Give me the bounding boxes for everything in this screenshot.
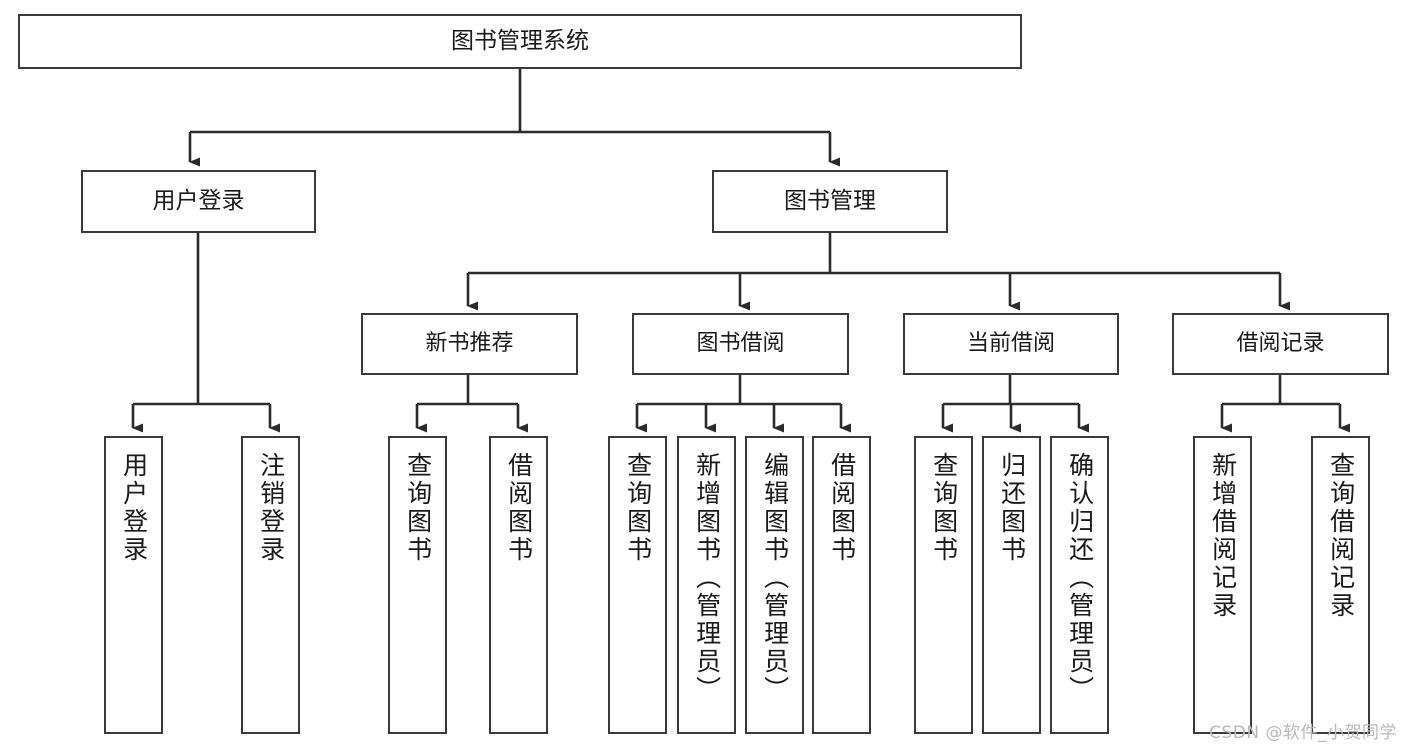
node-user-login[interactable]: 用户登录 [81,170,316,233]
node-label: 归还图书 [997,452,1027,564]
leaf-user-login-login[interactable]: 用户登录 [104,436,163,734]
leaf-book-borrow-borrow-book[interactable]: 借阅图书 [812,436,871,734]
leaf-current-borrow-confirm-return-admin[interactable]: 确认归还（管理员） [1050,436,1109,734]
node-label: 新增图书（管理员） [692,452,722,704]
node-label: 图书管理系统 [451,28,589,54]
node-current-borrow[interactable]: 当前借阅 [903,313,1119,375]
csdn-watermark: CSDN @软件_小贺同学 [1209,723,1397,743]
node-label: 查询图书 [623,452,653,564]
node-label: 图书借阅 [696,331,785,356]
node-label: 借阅图书 [827,452,857,564]
leaf-current-borrow-return-book[interactable]: 归还图书 [982,436,1041,734]
node-label: 用户登录 [119,452,149,564]
node-label: 查询借阅记录 [1326,452,1356,620]
node-label: 借阅图书 [504,452,534,564]
node-label: 注销登录 [256,452,286,564]
node-label: 新书推荐 [425,331,514,356]
node-label: 当前借阅 [966,331,1055,356]
leaf-borrow-record-query-record[interactable]: 查询借阅记录 [1311,436,1370,734]
leaf-book-borrow-edit-book-admin[interactable]: 编辑图书（管理员） [745,436,804,734]
node-label: 查询图书 [403,452,433,564]
leaf-book-borrow-query-book[interactable]: 查询图书 [608,436,667,734]
node-label: 查询图书 [929,452,959,564]
node-label: 图书管理 [784,188,876,214]
node-root-book-management-system[interactable]: 图书管理系统 [18,14,1022,69]
node-borrow-record[interactable]: 借阅记录 [1172,313,1389,375]
node-label: 新增借阅记录 [1208,452,1238,620]
node-new-book-recommend[interactable]: 新书推荐 [361,313,578,375]
node-label: 编辑图书（管理员） [760,452,790,704]
leaf-borrow-record-add-record[interactable]: 新增借阅记录 [1193,436,1252,734]
leaf-current-borrow-query-book[interactable]: 查询图书 [914,436,973,734]
node-label: 借阅记录 [1236,331,1325,356]
leaf-new-book-borrow-book[interactable]: 借阅图书 [489,436,548,734]
node-book-borrow[interactable]: 图书借阅 [632,313,849,375]
leaf-book-borrow-add-book-admin[interactable]: 新增图书（管理员） [677,436,736,734]
node-book-management[interactable]: 图书管理 [712,170,948,233]
node-label: 用户登录 [152,188,245,214]
node-label: 确认归还（管理员） [1065,452,1095,704]
leaf-user-login-logout[interactable]: 注销登录 [241,436,300,734]
leaf-new-book-query-book[interactable]: 查询图书 [388,436,447,734]
